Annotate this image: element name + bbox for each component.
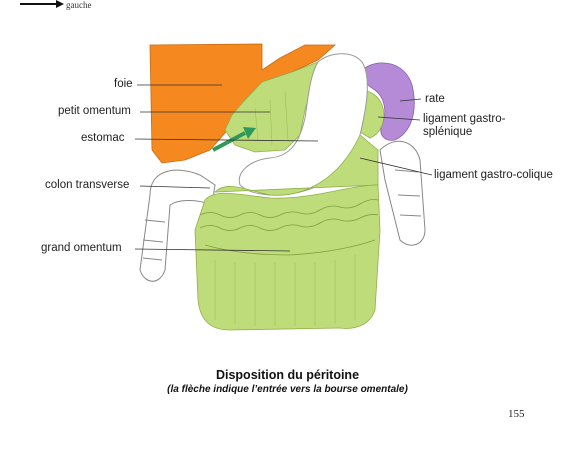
label-estomac: estomac: [81, 132, 125, 144]
label-petit-omentum: petit omentum: [58, 105, 131, 117]
label-rate: rate: [425, 93, 445, 105]
leader-lines: [134, 84, 433, 252]
top-arrow-icon: [20, 0, 64, 8]
header-fragment: gauche: [66, 0, 92, 10]
omentum-texture: [214, 91, 356, 326]
page-number: 155: [508, 408, 525, 420]
label-colon-transverse: colon transverse: [45, 179, 130, 191]
gastro-colic-ligament: [213, 134, 379, 196]
caption-subtitle: (la flèche indique l’entrée vers la bour…: [167, 384, 408, 395]
caption-title: Disposition du péritoine: [215, 368, 360, 382]
omental-bursa-entry-arrow-icon: [212, 127, 256, 152]
label-ligament-gastro-splenique-line2: splénique: [423, 126, 473, 138]
label-ligament-gastro-colique: ligament gastro-colique: [434, 169, 553, 181]
label-grand-omentum: grand omentum: [41, 242, 122, 254]
greater-omentum: [194, 184, 381, 331]
colon: [139, 140, 426, 282]
label-ligament-gastro-splenique-line1: ligament gastro-: [423, 113, 506, 125]
label-foie: foie: [114, 78, 133, 90]
spleen: [362, 62, 415, 141]
